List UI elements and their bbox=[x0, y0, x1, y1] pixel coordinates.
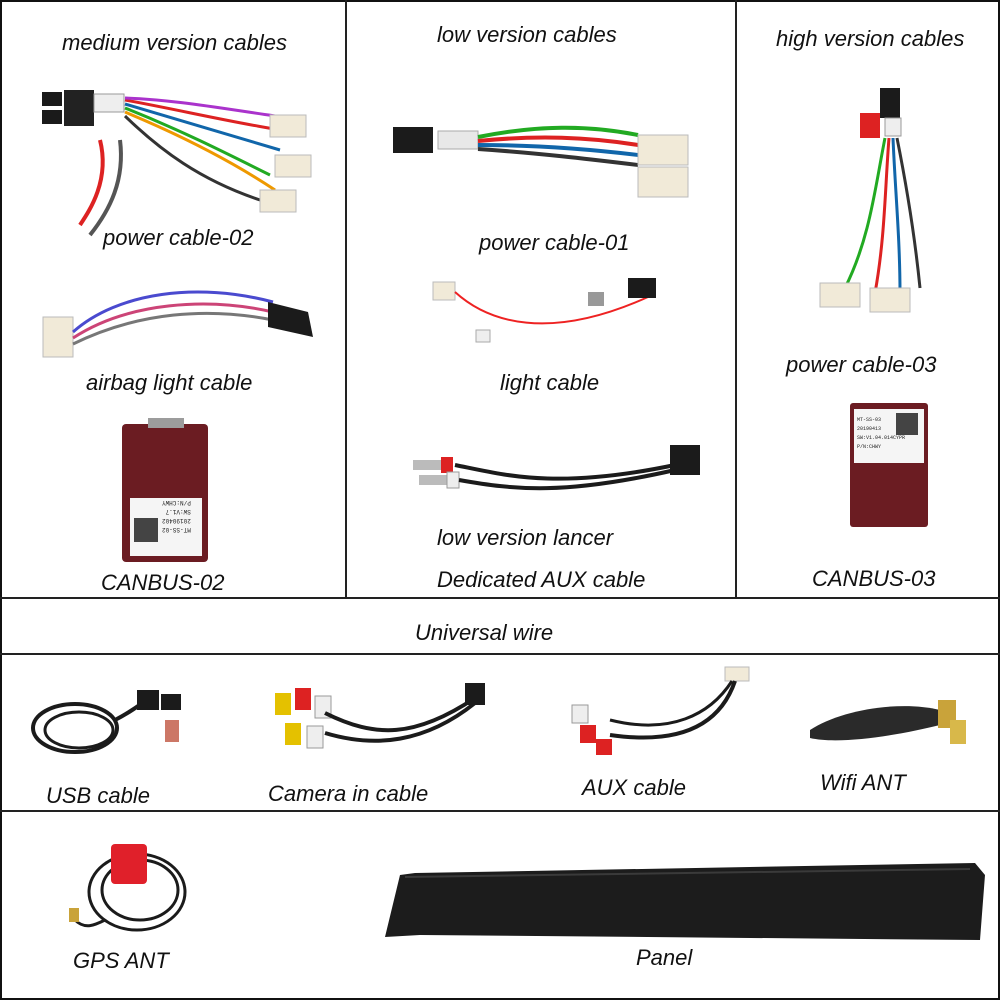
high-heading: high version cables bbox=[776, 26, 965, 51]
power-cable-03-image bbox=[815, 88, 935, 328]
power-cable-02-label: power cable-02 bbox=[103, 225, 254, 250]
power-cable-01-image bbox=[388, 115, 698, 205]
light-cable-label: light cable bbox=[500, 370, 600, 395]
lancer-label: low version lancer bbox=[437, 525, 614, 550]
medium-heading: medium version cables bbox=[62, 30, 287, 55]
power-cable-02-image bbox=[30, 80, 330, 240]
divider-vertical-1 bbox=[345, 0, 347, 598]
airbag-light-cable-image bbox=[38, 272, 328, 367]
divider-vertical-2 bbox=[735, 0, 737, 598]
aux-cable-image bbox=[560, 665, 760, 765]
airbag-light-cable-label: airbag light cable bbox=[86, 370, 253, 395]
lancer-aux-cable-image bbox=[405, 435, 715, 505]
canbus-02-label: CANBUS-02 bbox=[101, 570, 225, 595]
canbus-02-sticker: MT-SS-02 20190402 SW:V1.7 P/N:CHWY bbox=[162, 499, 191, 533]
wifi-ant-label: Wifi ANT bbox=[820, 770, 906, 795]
light-cable-image bbox=[428, 272, 668, 352]
canbus-03-label: CANBUS-03 bbox=[812, 566, 936, 591]
camera-in-cable-label: Camera in cable bbox=[268, 781, 429, 806]
canbus-03-sticker: MT-SS-03 20190413 SW:V1.04.014CYPR P/N:C… bbox=[857, 417, 906, 450]
usb-cable-label: USB cable bbox=[46, 783, 150, 808]
divider-horizontal-2 bbox=[0, 653, 1000, 655]
power-cable-03-label: power cable-03 bbox=[786, 352, 937, 377]
divider-horizontal-1 bbox=[0, 597, 1000, 599]
canbus-03-image: MT-SS-03 20190413 SW:V1.04.014CYPR P/N:C… bbox=[850, 403, 930, 529]
gps-ant-label: GPS ANT bbox=[73, 948, 169, 973]
panel-image bbox=[380, 855, 990, 945]
dedicated-aux-label: Dedicated AUX cable bbox=[437, 567, 646, 592]
aux-cable-label: AUX cable bbox=[582, 775, 686, 800]
panel-label: Panel bbox=[636, 945, 693, 970]
divider-horizontal-3 bbox=[0, 810, 1000, 812]
power-cable-01-label: power cable-01 bbox=[479, 230, 630, 255]
wifi-ant-image bbox=[800, 680, 980, 760]
canbus-02-image: MT-SS-02 20190402 SW:V1.7 P/N:CHWY bbox=[122, 418, 210, 564]
universal-heading: Universal wire bbox=[415, 620, 554, 645]
usb-cable-image bbox=[25, 680, 195, 770]
camera-in-cable-image bbox=[265, 678, 495, 768]
gps-ant-image bbox=[65, 830, 205, 940]
low-heading: low version cables bbox=[437, 22, 617, 47]
